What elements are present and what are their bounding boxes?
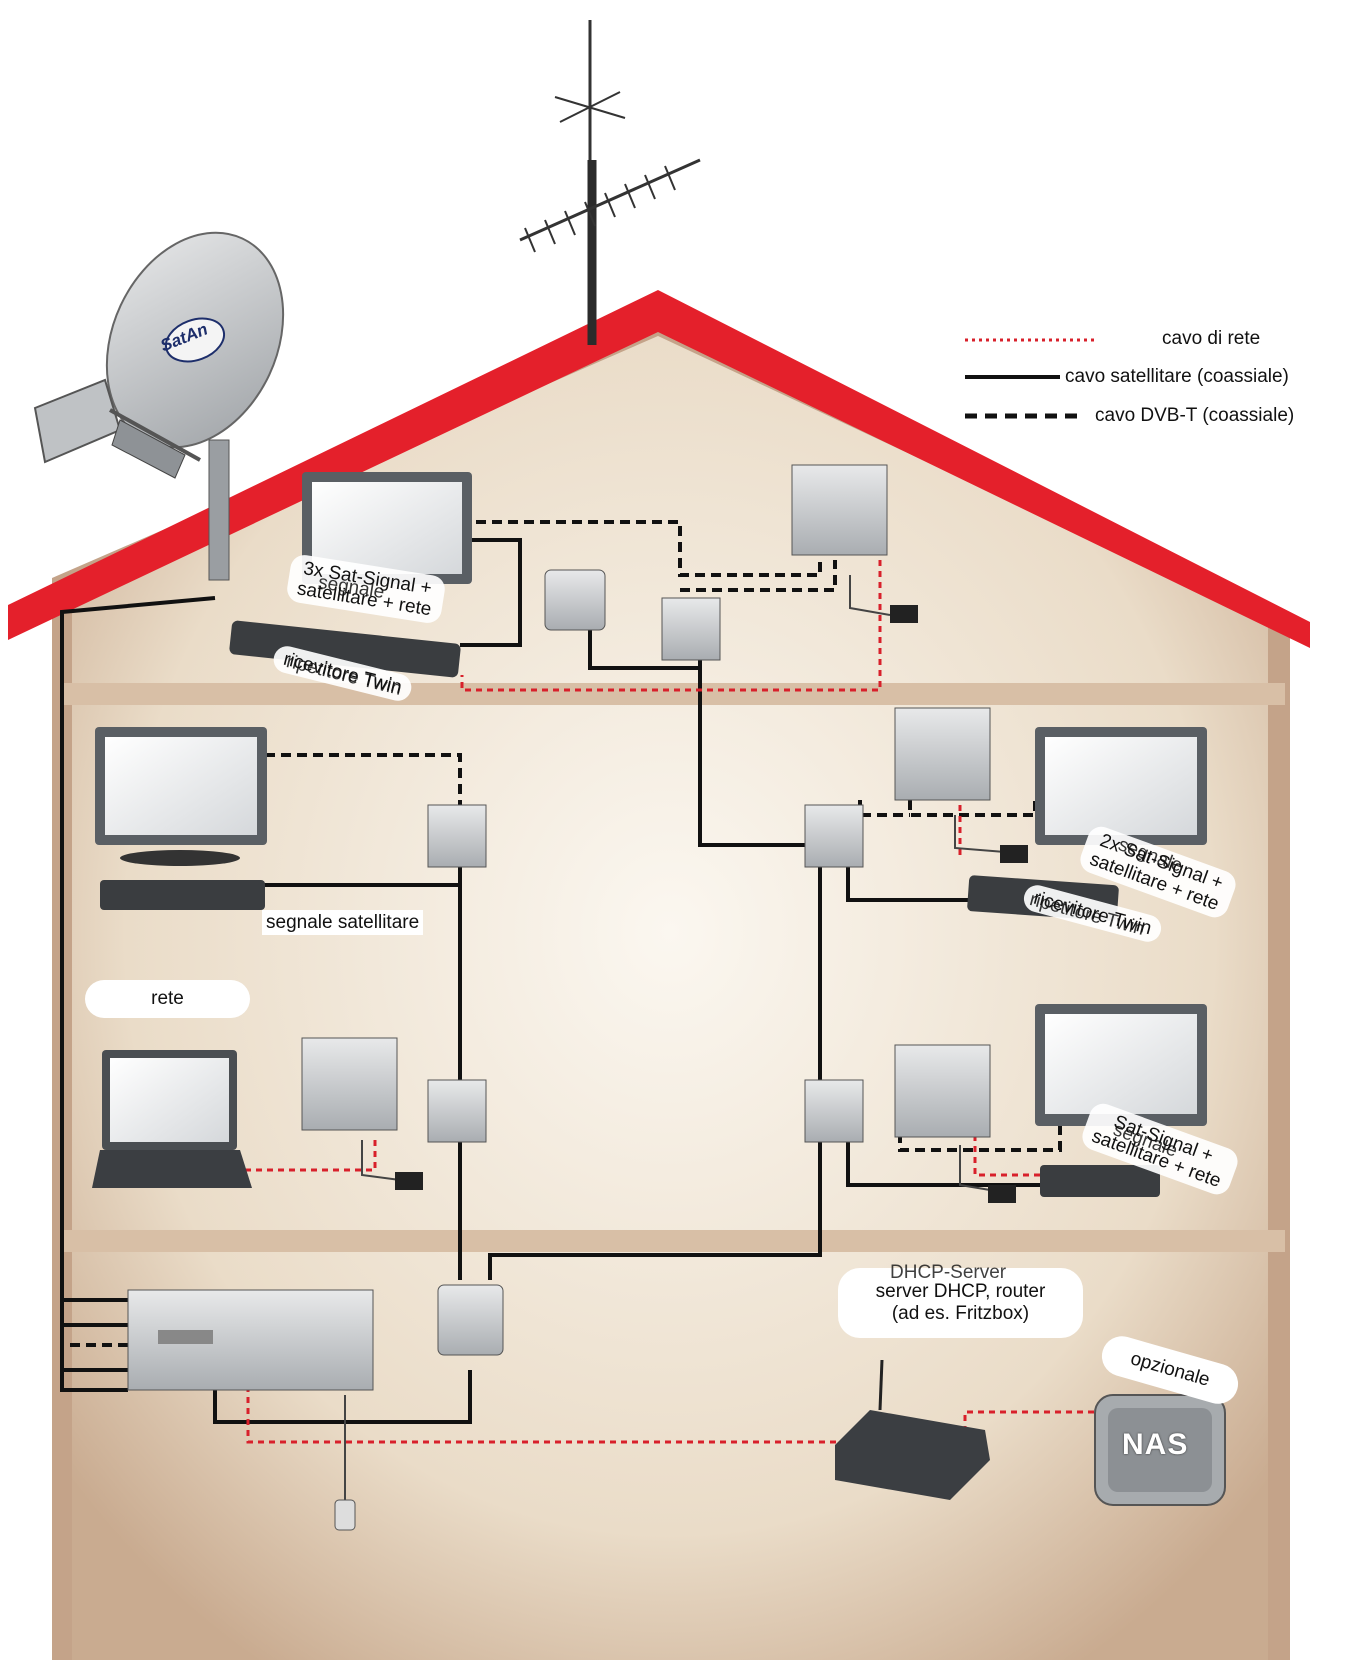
- wall-socket-floor1-left: [427, 804, 487, 868]
- legend: [965, 338, 1098, 419]
- tv-floor1-right: [1035, 727, 1207, 845]
- receiver-floor2-right: [1040, 1165, 1160, 1197]
- rete-label: rete: [85, 980, 250, 1018]
- power-plug: [334, 1499, 356, 1531]
- legend-network-label: cavo di rete: [1162, 328, 1261, 349]
- power-adapter: [1000, 845, 1028, 863]
- wall-socket-attic: [661, 597, 721, 661]
- plc-module-floor1: [894, 707, 991, 801]
- nas-label: NAS: [1122, 1428, 1189, 1461]
- satellite-cables: [60, 538, 1040, 1424]
- floor1-left-label: segnale satellitare: [262, 910, 424, 935]
- laptop: [92, 1050, 252, 1188]
- power-adapter: [890, 605, 918, 623]
- plc-module-floor2-right: [894, 1044, 991, 1138]
- satellite-dish: [33, 231, 285, 581]
- tv-attic: [302, 472, 472, 584]
- wall-socket-floor1-right: [804, 804, 864, 868]
- wall-socket-floor2-left: [427, 1079, 487, 1143]
- plc-module-attic: [791, 464, 888, 556]
- splitter-ground: [437, 1284, 504, 1356]
- dvbt-antenna: [519, 20, 701, 345]
- network-cables: [245, 560, 1098, 1444]
- router: [835, 1359, 990, 1500]
- floor-slab-ground: [60, 1230, 1285, 1252]
- wall-socket-floor2-right: [804, 1079, 864, 1143]
- plc-module-floor2-left: [301, 1037, 398, 1131]
- dhcp-label: server DHCP, router (ad es. Fritzbox): [838, 1268, 1083, 1338]
- power-adapter: [395, 1172, 423, 1190]
- nas: [1094, 1394, 1226, 1506]
- legend-dvbt-label: cavo DVB-T (coassiale): [1095, 405, 1295, 426]
- splitter-attic: [544, 569, 606, 631]
- legend-satellite-label: cavo satellitare (coassiale): [1065, 366, 1289, 387]
- dhcp-label-overlay: DHCP-Server: [890, 1262, 1007, 1283]
- power-adapter: [988, 1185, 1016, 1203]
- power-cords: [344, 575, 1006, 1500]
- tv-floor2-right: [1035, 1004, 1207, 1126]
- receiver-floor1-left: [100, 880, 265, 910]
- receiver-attic: [229, 620, 461, 678]
- floor-slab-attic: [60, 683, 1285, 705]
- multiswitch: [127, 1289, 374, 1391]
- tv-floor1-left: [95, 727, 267, 866]
